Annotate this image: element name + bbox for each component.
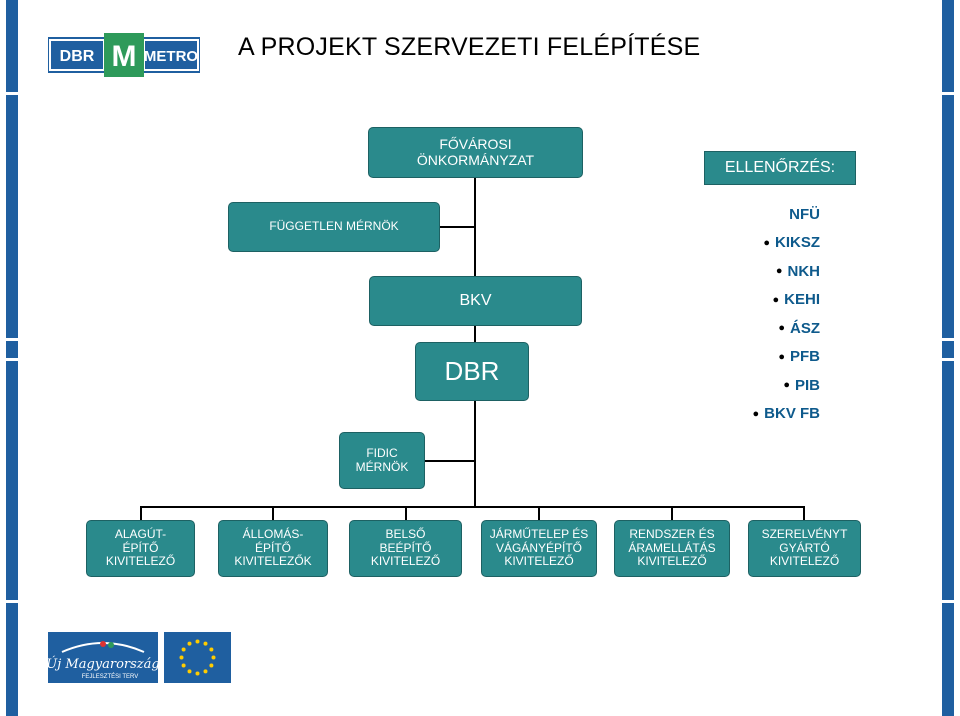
star-icon <box>179 655 184 660</box>
control-item-label: ÁSZ <box>790 319 820 337</box>
box-contractor-belso: BELSŐ BEÉPÍTŐ KIVITELEZŐ <box>349 520 462 577</box>
control-item-label: KEHI <box>784 291 820 309</box>
eu-logo-subtext: FEJLESZTÉSI TERV <box>82 673 138 680</box>
star-icon <box>211 655 216 660</box>
box-contractor-jarmutelep: JÁRMŰTELEP ÉS VÁGÁNYÉPÍTŐ KIVITELEZŐ <box>481 520 597 577</box>
page-title: A PROJEKT SZERVEZETI FELÉPÍTÉSE <box>238 33 701 61</box>
connector-drop-1 <box>140 506 142 521</box>
connector-drop-5 <box>671 506 673 521</box>
control-item: ● KEHI <box>720 286 821 315</box>
control-item: ● PIB <box>720 371 820 400</box>
control-item-label: NKH <box>787 262 821 280</box>
bullet-icon: ● <box>772 293 780 306</box>
bullet-icon: ● <box>752 407 760 420</box>
connector-fidic <box>424 460 475 462</box>
star-icon <box>209 663 214 668</box>
star-icon <box>195 671 200 676</box>
bullet-icon: ● <box>778 350 785 363</box>
control-item: ● NKH <box>720 257 820 286</box>
bullet-icon: ● <box>763 236 770 249</box>
left-edge-bar <box>6 0 18 716</box>
bullet-icon: ● <box>778 322 785 335</box>
logo-text-left: DBR <box>60 48 95 65</box>
star-icon <box>187 669 192 674</box>
box-bkv: BKV <box>369 276 582 326</box>
control-item-label: PIB <box>794 376 820 394</box>
connector-drop-4 <box>538 506 540 521</box>
box-dbr: DBR <box>415 342 529 401</box>
bullet-icon: ● <box>775 265 783 278</box>
control-item-label: KIKSZ <box>775 234 820 252</box>
connector-bus <box>140 506 805 508</box>
control-item: NFÜ <box>720 200 820 229</box>
control-title: ELLENŐRZÉS: <box>704 151 856 185</box>
star-icon <box>203 669 208 674</box>
control-list: NFÜ●KIKSZ●NKH●KEHI●ÁSZ●PFB●PIB●BKV FB <box>720 200 821 429</box>
star-icon <box>187 641 192 646</box>
control-item: ● KIKSZ <box>720 229 820 258</box>
control-item: ● ÁSZ <box>720 314 820 343</box>
box-contractor-allomas: ÁLLOMÁS- ÉPÍTŐ KIVITELEZŐK <box>218 520 328 577</box>
connector-dbr-bus <box>474 401 476 507</box>
box-fuggetlen-mernok: FÜGGETLEN MÉRNÖK <box>228 202 440 252</box>
logo-text-mid: M <box>112 40 137 73</box>
uj-magyarorszag-logo: Új Magyarország FEJLESZTÉSI TERV <box>48 632 158 683</box>
box-fovarosi-onkormanyzat: FŐVÁROSI ÖNKORMÁNYZAT <box>368 127 583 178</box>
star-icon <box>181 647 186 652</box>
star-icon <box>209 647 214 652</box>
connector-drop-2 <box>272 506 274 521</box>
connector-drop-3 <box>405 506 407 521</box>
logo-text-right: METRO <box>144 48 198 65</box>
control-item-label: NFÜ <box>789 205 820 223</box>
star-icon <box>181 663 186 668</box>
star-icon <box>203 641 208 646</box>
eu-logo-text: Új Magyarország <box>48 655 158 672</box>
box-contractor-szerelveny: SZERELVÉNYT GYÁRTÓ KIVITELEZŐ <box>748 520 861 577</box>
connector-bkv-dbr <box>474 326 476 342</box>
box-fidic-mernok: FIDIC MÉRNÖK <box>339 432 425 489</box>
connector-drop-6 <box>803 506 805 521</box>
box-contractor-rendszer: RENDSZER ÉS ÁRAMELLÁTÁS KIVITELEZŐ <box>614 520 730 577</box>
control-item: ● PFB <box>720 343 820 372</box>
bullet-icon: ● <box>783 379 790 392</box>
control-item: ● BKV FB <box>720 400 821 429</box>
control-item-label: PFB <box>790 348 820 366</box>
eu-flag <box>164 632 231 683</box>
star-icon <box>195 639 200 644</box>
control-item-label: BKV FB <box>764 405 820 423</box>
connector-top-vertical <box>474 178 476 276</box>
right-edge-bar <box>942 0 954 716</box>
box-contractor-alagut: ALAGÚT- ÉPÍTŐ KIVITELEZŐ <box>86 520 195 577</box>
dbr-metro-logo: DBR M METRO <box>48 33 200 77</box>
connector-fuggetlen <box>440 226 475 228</box>
